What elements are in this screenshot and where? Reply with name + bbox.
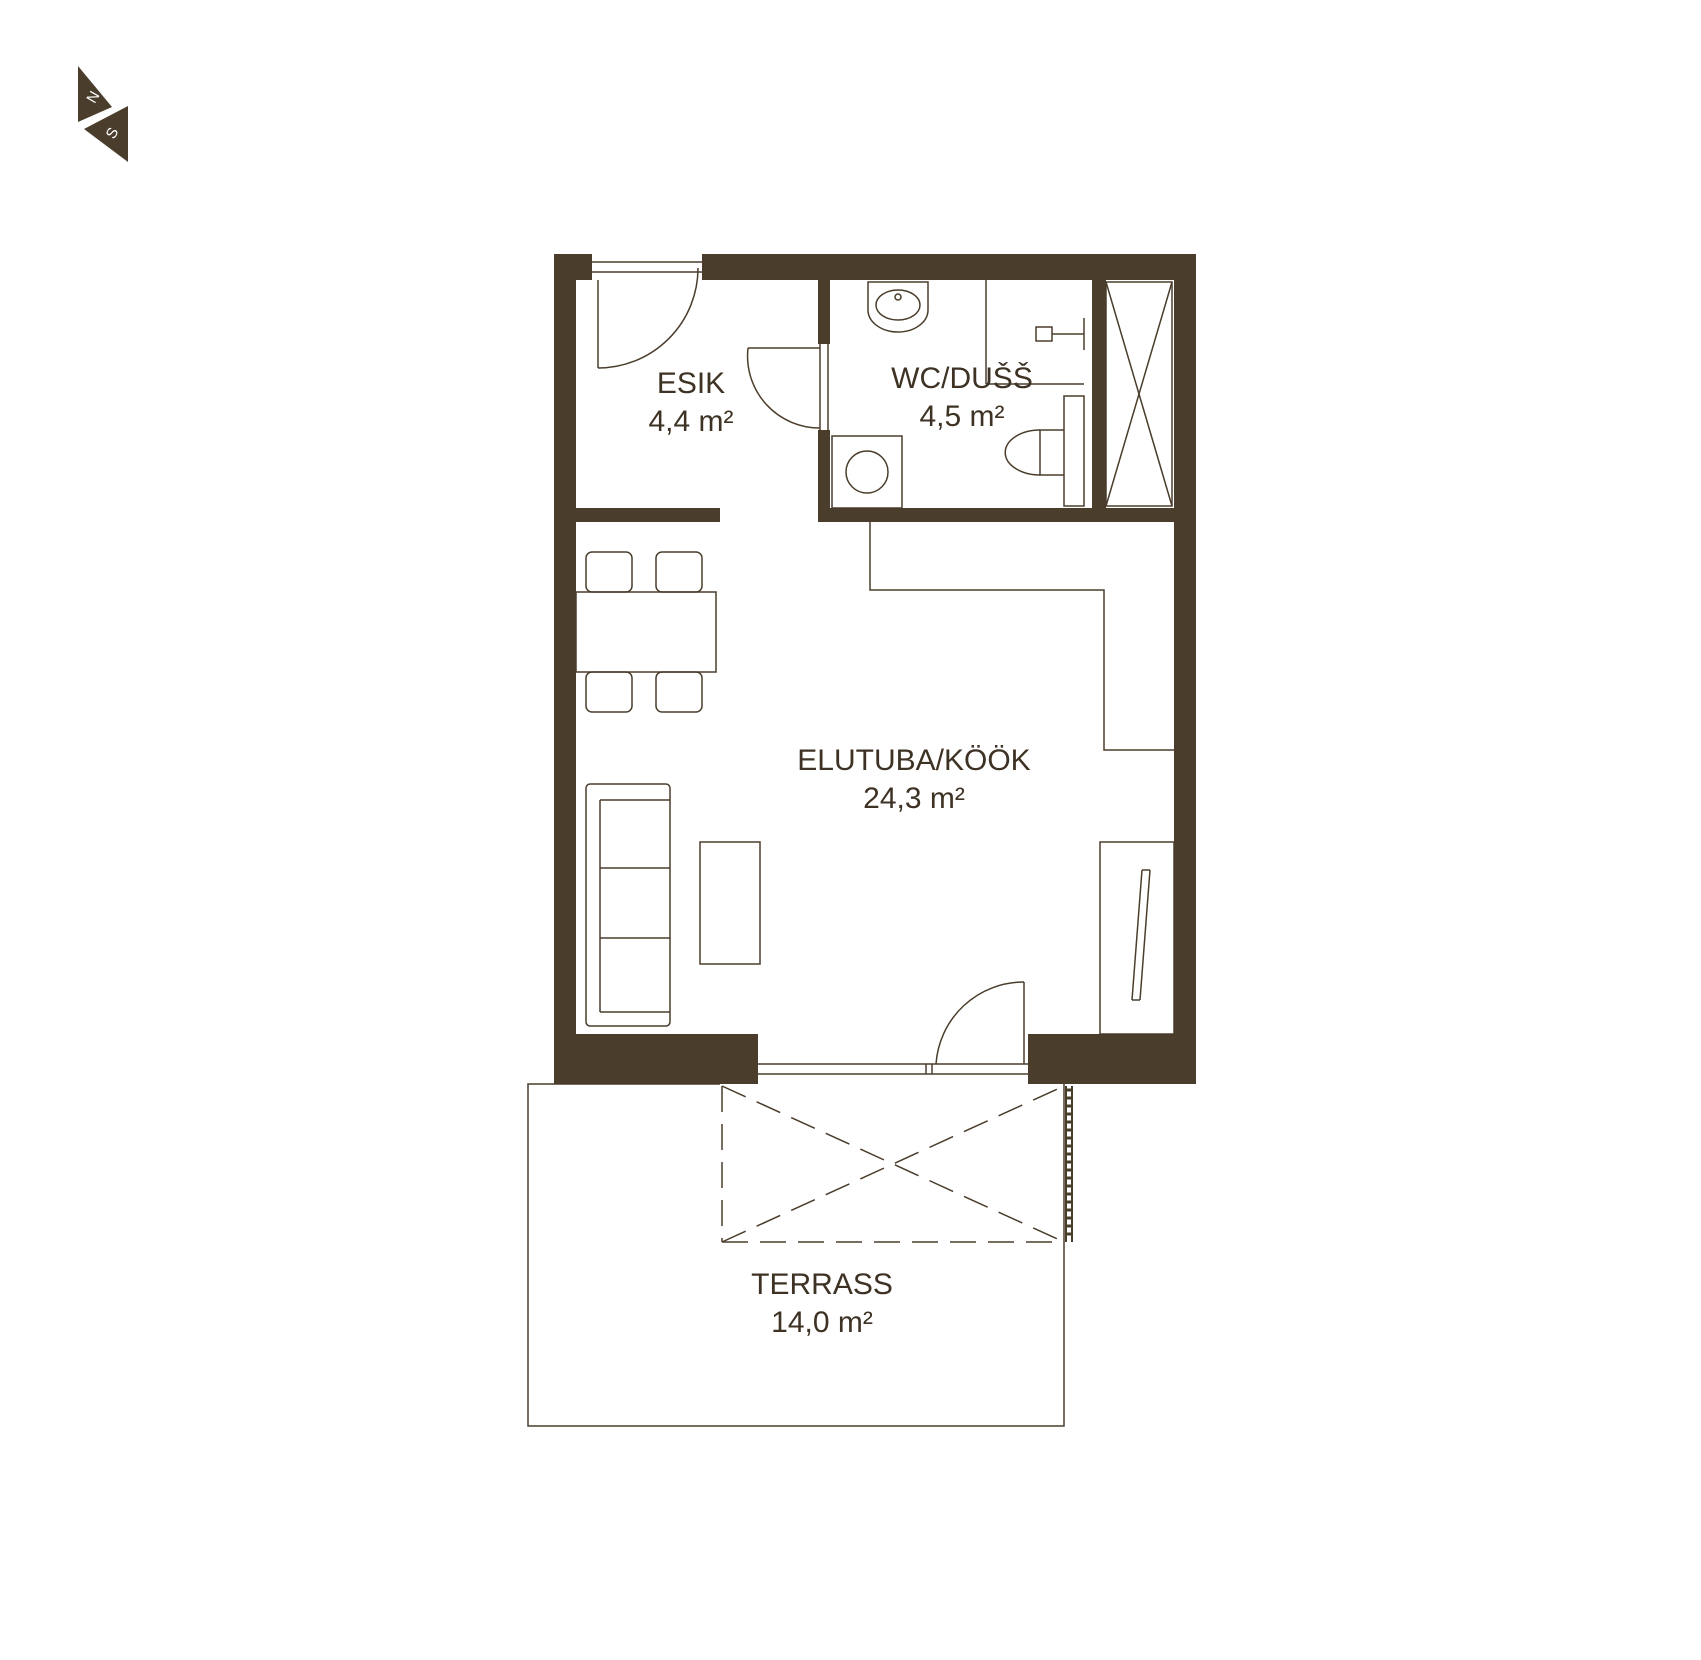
chair [655,671,703,713]
room-name: TERRASS [751,1268,893,1301]
room-name: WC/DUŠŠ [891,362,1033,395]
compass-icon: N S [78,66,128,162]
compass-north-triangle [78,66,112,122]
kitchen-counter [869,522,1174,751]
coffee-table [699,841,761,965]
technical-shaft [1105,281,1173,507]
room-area: 24,3 m² [863,782,965,815]
entrance-door [592,261,702,369]
chair [585,551,633,593]
compass-south-triangle [84,106,128,162]
room-label-terrace: TERRASS 14,0 m² [751,1266,893,1342]
room-label-living: ELUTUBA/KÖÖK 24,3 m² [797,742,1030,818]
wall-bottom-right [1028,1034,1196,1084]
wall-top-right [702,254,1196,280]
fixtures-and-furniture [527,261,1175,1427]
terrace-outline [527,1083,1065,1427]
chair [655,551,703,593]
wall-wc-bottom [818,508,1174,522]
sink-icon [867,281,929,333]
terrace-railing [1065,1086,1073,1242]
shower-area [985,280,1085,385]
balcony-door [758,981,1028,1075]
wall-wc-left-top [818,280,830,344]
room-label-esik: ESIK 4,4 m² [648,365,733,441]
wall-bottom-left [554,1034,758,1084]
room-area: 14,0 m² [771,1306,873,1339]
room-area: 4,5 m² [919,400,1005,433]
room-name: ELUTUBA/KÖÖK [797,744,1031,777]
interior-walls [576,280,1174,522]
wardrobe [1099,841,1175,1035]
wall-shaft-left [1092,280,1106,508]
wc-door [746,344,829,430]
wall-wc-left-bottom [818,430,830,522]
toilet-icon [1004,395,1085,507]
chair [585,671,633,713]
room-label-wc: WC/DUŠŠ 4,5 m² [891,360,1033,436]
wall-esik-bottom [576,508,720,522]
terrace-roof-projection [721,1085,1065,1243]
washing-machine-icon [831,435,903,509]
wall-right [1174,254,1196,1084]
room-name: ESIK [656,367,726,400]
room-area: 4,4 m² [648,405,734,438]
sofa [585,783,671,1027]
wall-left [554,254,576,1084]
exterior-walls [554,254,1196,1084]
dining-table [575,551,717,713]
